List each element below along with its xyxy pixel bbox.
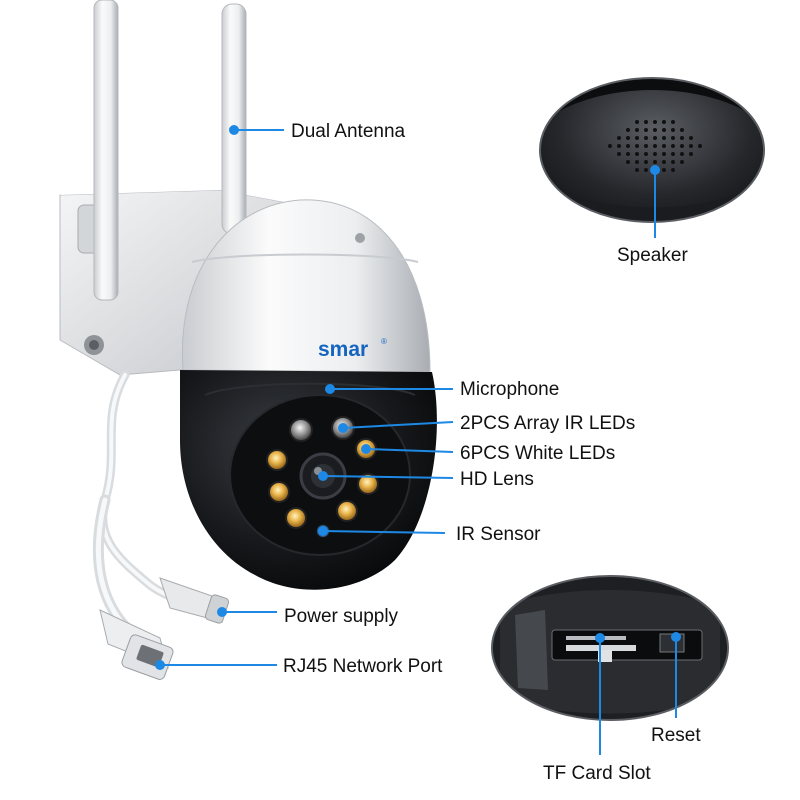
speaker-hole [653,160,657,164]
speaker-hole [626,144,630,148]
callout-dot-hd-lens [318,471,328,481]
callout-dot-antenna [229,125,239,135]
speaker-hole [689,144,693,148]
label-power-supply: Power supply [284,606,399,627]
speaker-hole [617,152,621,156]
svg-text:smar: smar [318,338,368,361]
speaker-hole [662,168,666,172]
label-tf-card-slot: TF Card Slot [543,763,651,784]
speaker-hole [635,136,639,140]
speaker-hole [662,144,666,148]
label-hd-lens: HD Lens [460,469,534,490]
white-leds [266,438,379,529]
dome-housing [181,199,431,373]
speaker-hole [671,128,675,132]
speaker-hole [635,160,639,164]
speaker-hole [626,152,630,156]
speaker-hole [662,120,666,124]
speaker-hole [653,144,657,148]
speaker-hole [689,152,693,156]
speaker-hole [698,144,702,148]
speaker-hole [680,160,684,164]
speaker-hole [662,152,666,156]
speaker-hole [680,144,684,148]
callout-dot-white-leds [361,444,371,454]
label-speaker: Speaker [617,245,688,266]
label-ir-leds: 2PCS Array IR LEDs [460,413,636,434]
speaker-hole [644,168,648,172]
callout-dot-speaker [650,165,660,175]
speaker-hole [644,128,648,132]
label-reset: Reset [651,725,701,746]
speaker-hole [671,160,675,164]
speaker-hole [680,152,684,156]
label-white-leds: 6PCS White LEDs [460,443,616,464]
callout-lines [160,129,677,755]
speaker-hole [689,136,693,140]
rj45-connector [99,609,174,680]
speaker-hole [644,120,648,124]
speaker-hole [653,120,657,124]
callout-dot-microphone [325,384,335,394]
speaker-hole [644,160,648,164]
antenna-right [221,3,247,235]
speaker-hole [671,136,675,140]
speaker-hole [617,136,621,140]
speaker-hole [671,120,675,124]
speaker-hole [680,136,684,140]
speaker-hole [635,168,639,172]
speaker-hole [644,136,648,140]
speaker-hole [662,128,666,132]
callout-dot-ir-leds [338,423,348,433]
speaker-hole [653,128,657,132]
speaker-hole [662,160,666,164]
speaker-hole [608,144,612,148]
callout-dots [155,125,681,670]
brand-logo: smar ® [318,337,387,361]
callout-dot-tf-slot [595,633,605,643]
svg-text:®: ® [381,337,387,346]
speaker-hole [653,152,657,156]
speaker-hole [671,168,675,172]
callout-dot-ir-sensor [318,526,328,536]
speaker-hole [644,144,648,148]
speaker-hole [617,144,621,148]
tf-slot-inset [490,574,730,722]
label-ir-sensor: IR Sensor [456,524,541,545]
speaker-hole [644,152,648,156]
antenna-left [93,0,119,301]
speaker-hole [671,152,675,156]
callout-dot-power [217,607,227,617]
power-plug [159,577,230,624]
callout-dot-rj45 [155,660,165,670]
speaker-hole [626,160,630,164]
speaker-hole [635,120,639,124]
speaker-hole [680,128,684,132]
callout-dot-reset [671,632,681,642]
speaker-hole [626,136,630,140]
label-dual-antenna: Dual Antenna [291,121,406,142]
label-rj45-port: RJ45 Network Port [283,656,443,677]
label-microphone: Microphone [460,379,560,400]
speaker-hole [635,128,639,132]
speaker-hole [635,144,639,148]
speaker-hole [671,144,675,148]
speaker-hole [662,136,666,140]
speaker-hole [626,128,630,132]
speaker-hole [635,152,639,156]
speaker-inset [538,76,766,224]
speaker-hole [653,136,657,140]
